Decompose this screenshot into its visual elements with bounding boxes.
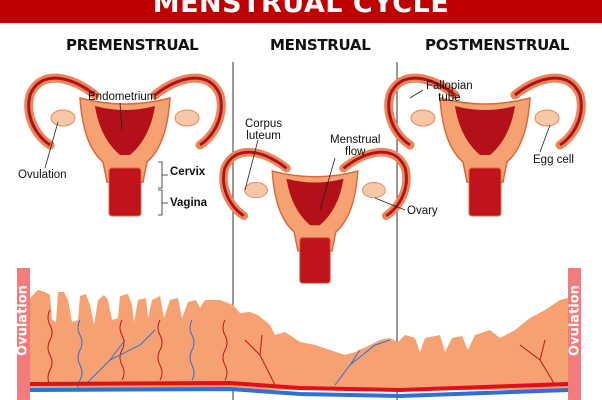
uterus-menstrual <box>224 152 407 283</box>
side-label-ovulation-right: Ovulation <box>567 285 583 356</box>
label-ovary: Ovary <box>407 205 438 217</box>
title-banner: MENSTRUAL CYCLE <box>0 0 602 23</box>
endometrium-lining <box>30 290 568 390</box>
phase-title-menstrual: MENSTRUAL <box>270 36 371 54</box>
label-egg-cell: Egg cell <box>533 154 574 166</box>
label-ovulation: Ovulation <box>18 169 67 181</box>
label-corpus-luteum: Corpus luteum <box>245 118 282 142</box>
label-line: Menstrual <box>330 134 381 146</box>
label-vagina: Vagina <box>170 197 208 209</box>
phase-title-postmenstrual: POSTMENSTRUAL <box>425 36 570 54</box>
label-line: flow <box>345 146 366 158</box>
label-line: Fallopian <box>426 80 473 92</box>
label-line: luteum <box>246 130 281 142</box>
uterus-postmenstrual <box>389 78 582 216</box>
label-line: Corpus <box>245 118 283 130</box>
label-endometrium: Endometrium <box>88 91 157 103</box>
phase-title-premenstrual: PREMENSTRUAL <box>66 36 199 54</box>
label-cervix: Cervix <box>170 166 206 178</box>
ovulation-bar-right <box>568 268 581 400</box>
diagram-title: MENSTRUAL CYCLE <box>152 0 450 19</box>
ovulation-bar-left <box>17 268 30 400</box>
label-menstrual-flow: Menstrual flow <box>330 134 381 158</box>
label-fallopian-tube: Fallopian tube <box>426 80 473 104</box>
side-label-ovulation-left: Ovulation <box>15 285 31 356</box>
label-line: tube <box>438 92 461 104</box>
